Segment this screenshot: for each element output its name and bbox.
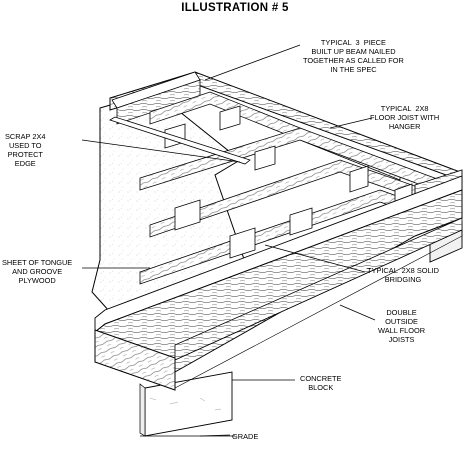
double-outside-joists bbox=[94, 175, 463, 391]
label-scrap-2x4: SCRAP 2X4 USED TO PROTECT EDGE bbox=[5, 132, 46, 168]
built-up-beam bbox=[111, 71, 201, 125]
label-solid-bridging: TYPICAL 2X8 SOLID BRIDGING bbox=[367, 266, 440, 284]
label-grade: GRADE bbox=[232, 432, 259, 441]
label-built-up-beam: TYPICAL 3 PIECE BUILT UP BEAM NAILED TOG… bbox=[303, 38, 404, 74]
label-double-outside-joists: DOUBLE OUTSIDE WALL FLOOR JOISTS bbox=[378, 308, 426, 344]
joist-1 bbox=[149, 91, 401, 181]
leader-lines bbox=[81, 44, 376, 437]
illustration-title: ILLUSTRATION # 5 bbox=[181, 2, 289, 14]
label-plywood-sheet: SHEET OF TONGUE AND GROOVE PLYWOOD bbox=[2, 258, 73, 285]
scrap-2x4 bbox=[109, 116, 251, 165]
label-floor-joist: TYPICAL 2X8 FLOOR JOIST WITH HANGER bbox=[370, 104, 440, 131]
concrete-block-front bbox=[139, 371, 233, 437]
label-concrete-block: CONCRETE BLOCK bbox=[300, 374, 342, 392]
